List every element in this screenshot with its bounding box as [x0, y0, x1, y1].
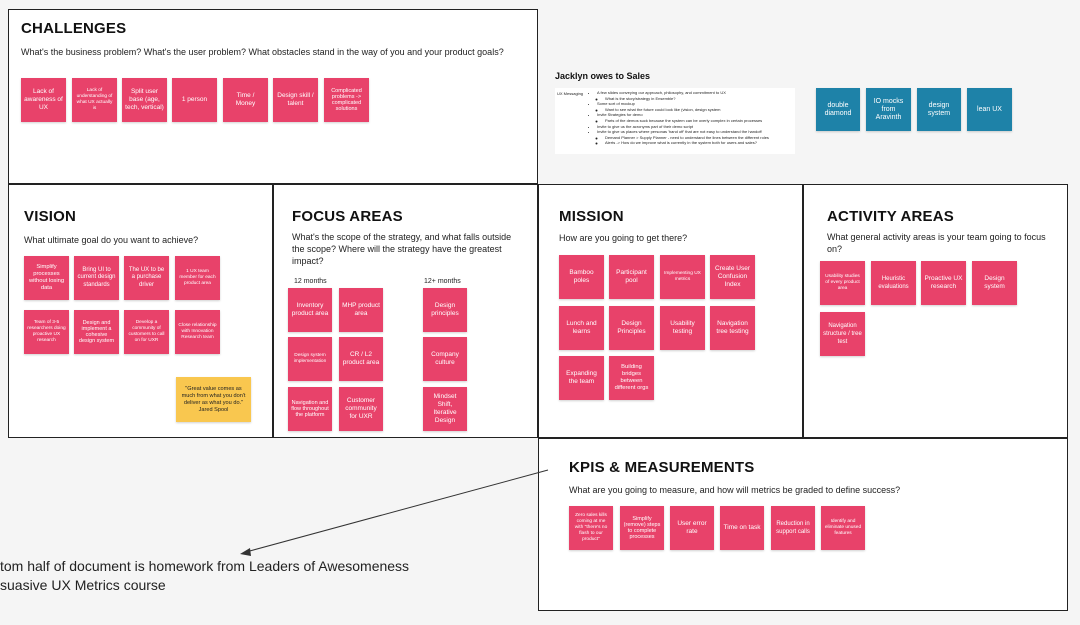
- doc-body: A few slides conveying our approach, phi…: [589, 90, 793, 146]
- doc-line: Alerts -> How do we improve what is curr…: [605, 140, 793, 146]
- sticky-note[interactable]: Team of 3-5 researchers doing proactive …: [24, 310, 69, 354]
- sticky-note[interactable]: Design system: [972, 261, 1017, 305]
- owes-document[interactable]: UX Messaging A few slides conveying our …: [555, 88, 795, 154]
- sticky-note[interactable]: lean UX: [967, 88, 1012, 131]
- mission-subtitle: How are you going to get there?: [559, 233, 688, 243]
- doc-line: Want to see what the future could look l…: [605, 107, 793, 113]
- doc-label: UX Messaging: [557, 91, 584, 96]
- sticky-note[interactable]: Design skill / talent: [273, 78, 318, 122]
- doc-line: Demand Planner > Supply Planner - need t…: [605, 135, 793, 141]
- sticky-note[interactable]: Design principles: [423, 288, 467, 332]
- doc-line: Invite to give us the acronyms part of t…: [597, 124, 793, 130]
- sticky-note[interactable]: The UX to be a purchase driver: [124, 256, 169, 300]
- owes-title: Jacklyn owes to Sales: [555, 71, 651, 81]
- doc-line: What is the story/strategy in Ensemble?: [605, 96, 793, 102]
- sticky-note[interactable]: Participant pool: [609, 255, 654, 299]
- note-text-line1: tom half of document is homework from Le…: [0, 558, 410, 574]
- doc-line: Invite Strategies for demo: [597, 112, 793, 118]
- kpis-subtitle: What are you going to measure, and how w…: [569, 485, 901, 495]
- sticky-note[interactable]: Simplify processes without losing data: [24, 256, 69, 300]
- sticky-note[interactable]: Building bridges between different orgs: [609, 356, 654, 400]
- sticky-note[interactable]: Time on task: [720, 506, 764, 550]
- doc-line: A few slides conveying our approach, phi…: [597, 90, 793, 96]
- column-label-12-months: 12 months: [294, 278, 327, 285]
- sticky-note[interactable]: double diamond: [816, 88, 860, 131]
- sticky-note[interactable]: Usability testing: [660, 306, 705, 350]
- sticky-note[interactable]: Bamboo poles: [559, 255, 604, 299]
- sticky-note[interactable]: CR / L2 product area: [339, 337, 383, 381]
- sticky-note[interactable]: Split user base (age, tech, vertical): [122, 78, 167, 122]
- sticky-note[interactable]: Design system implementation: [288, 337, 332, 381]
- sticky-note[interactable]: Design and implement a cohesive design s…: [74, 310, 119, 354]
- sticky-note[interactable]: Close relationship with Innovation Resea…: [175, 310, 220, 354]
- sticky-note[interactable]: Implementing UX metrics: [660, 255, 705, 299]
- sticky-note[interactable]: Proactive UX research: [921, 261, 966, 305]
- sticky-note[interactable]: Zero sales kills coming at me with "ther…: [569, 506, 613, 550]
- sticky-note[interactable]: Develop a community of customers to call…: [124, 310, 169, 354]
- sticky-note[interactable]: Mindset Shift, Iterative Design: [423, 387, 467, 431]
- sticky-note[interactable]: 1 UX team member for each product area: [175, 256, 220, 300]
- sticky-note[interactable]: Customer community for UXR: [339, 387, 383, 431]
- sticky-note[interactable]: Lunch and learns: [559, 306, 604, 350]
- activity-subtitle: What general activity areas is your team…: [827, 232, 1046, 254]
- quote-sticky[interactable]: "Great value comes as much from what you…: [176, 377, 251, 422]
- doc-line: Parts of the demos suck because the syst…: [605, 118, 793, 124]
- sticky-note[interactable]: Expanding the team: [559, 356, 604, 400]
- note-text-line2: suasive UX Metrics course: [0, 577, 166, 593]
- sticky-note[interactable]: Bring UI to current design standards: [74, 256, 119, 300]
- sticky-note[interactable]: Identify and eliminate unused features: [821, 506, 865, 550]
- column-label-12-plus-months: 12+ months: [424, 278, 461, 285]
- sticky-note[interactable]: design system: [917, 88, 961, 131]
- sticky-note[interactable]: Simplify (remove) steps to complete proc…: [620, 506, 664, 550]
- sticky-note[interactable]: Company culture: [423, 337, 467, 381]
- sticky-note[interactable]: Navigation tree testing: [710, 306, 755, 350]
- sticky-note[interactable]: Time / Money: [223, 78, 268, 122]
- kpis-title: KPIS & MEASUREMENTS: [569, 459, 755, 476]
- challenges-subtitle: What's the business problem? What's the …: [21, 47, 504, 57]
- sticky-note[interactable]: User error rate: [670, 506, 714, 550]
- sticky-note[interactable]: IO mocks from Aravinth: [866, 88, 911, 131]
- mission-title: MISSION: [559, 208, 624, 225]
- sticky-note[interactable]: Heuristic evaluations: [871, 261, 916, 305]
- sticky-note[interactable]: Navigation and flow throughout the platf…: [288, 387, 332, 431]
- sticky-note[interactable]: MHP product area: [339, 288, 383, 332]
- sticky-note[interactable]: 1 person: [172, 78, 217, 122]
- sticky-note[interactable]: Lack of awareness of UX: [21, 78, 66, 122]
- activity-title: ACTIVITY AREAS: [827, 208, 954, 225]
- challenges-title: CHALLENGES: [21, 20, 127, 37]
- vision-title: VISION: [24, 208, 77, 225]
- focus-subtitle: What's the scope of the strategy, and wh…: [292, 232, 512, 266]
- focus-title: FOCUS AREAS: [292, 208, 403, 225]
- activity-frame: [803, 184, 1068, 438]
- sticky-note[interactable]: Reduction in support calls: [771, 506, 815, 550]
- sticky-note[interactable]: Complicated problems -> complicated solu…: [324, 78, 369, 122]
- doc-line: Some sort of mockup: [597, 101, 793, 107]
- doc-line: Invite to give us places where personas …: [597, 129, 793, 135]
- vision-subtitle: What ultimate goal do you want to achiev…: [24, 235, 199, 245]
- sticky-note[interactable]: Create User Confusion Index: [710, 255, 755, 299]
- sticky-note[interactable]: Lack of understanding of what UX actuall…: [72, 78, 117, 122]
- sticky-note[interactable]: Inventory product area: [288, 288, 332, 332]
- sticky-note[interactable]: Navigation structure / tree test: [820, 312, 865, 356]
- sticky-note[interactable]: Design Principles: [609, 306, 654, 350]
- sticky-note[interactable]: Usability studies of every product area: [820, 261, 865, 305]
